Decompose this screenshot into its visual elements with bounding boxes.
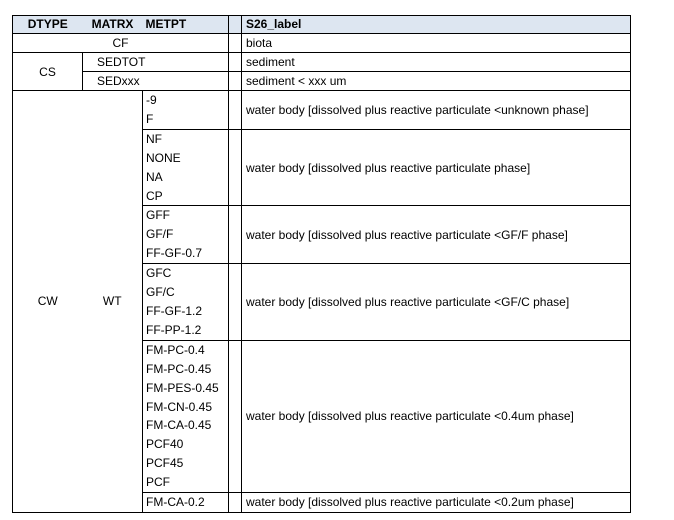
spacer-cell xyxy=(228,339,242,494)
cs-label: sediment xyxy=(241,52,631,72)
table-row: FM-PC-0.4 FM-PC-0.45 FM-PES-0.45 FM-CN-0… xyxy=(13,339,631,494)
spacer-cell xyxy=(228,263,242,341)
cw-matrx: WT xyxy=(82,90,143,513)
table-row: GFF GF/F FF-GF-0.7 water body [dissolved… xyxy=(13,205,631,265)
metpt-value: GFC xyxy=(146,266,172,281)
metpt-value: -9 xyxy=(146,93,157,107)
metpt-value: FM-PC-0.4 xyxy=(146,342,205,357)
table-row: NF NONE NA CP water body [dissolved plus… xyxy=(13,128,631,207)
header-label: S26_label xyxy=(241,15,631,34)
metpt-value: NA xyxy=(146,169,163,184)
metpt-value: FM-CA-0.2 xyxy=(146,495,205,510)
spacer-cell xyxy=(228,71,242,91)
cw-label: water body [dissolved plus reactive part… xyxy=(241,128,631,207)
header-dtype: DTYPE xyxy=(12,15,83,34)
cw-label: water body [dissolved plus reactive part… xyxy=(241,263,631,341)
metpt-cell: GFF GF/F FF-GF-0.7 xyxy=(142,205,229,265)
mapping-table: DTYPE MATRX METPT S26_label CF biota CS … xyxy=(12,15,631,513)
cs-label: sediment < xxx um xyxy=(241,71,631,91)
header-matrx: MATRX xyxy=(82,15,143,34)
metpt-value: FM-CA-0.45 xyxy=(146,418,212,433)
metpt-value: NF xyxy=(146,131,162,146)
metpt-value: GF/C xyxy=(146,285,175,300)
metpt-cell: FM-CA-0.2 xyxy=(142,492,229,513)
spacer-cell xyxy=(228,128,242,207)
metpt-cell: NF NONE NA CP xyxy=(142,128,229,207)
table-row: CF biota xyxy=(12,33,631,53)
spacer-cell xyxy=(228,33,242,53)
metpt-value: PCF xyxy=(146,475,170,490)
spacer-cell xyxy=(228,90,242,130)
table-row: GFC GF/C FF-GF-1.2 FF-PP-1.2 water body … xyxy=(13,263,631,341)
table-row: CW WT -9 F water body [dissolved plus re… xyxy=(12,90,631,513)
header-metpt: METPT xyxy=(142,15,229,34)
cw-label: water body [dissolved plus reactive part… xyxy=(241,90,631,130)
metpt-value: GF/F xyxy=(146,227,174,242)
metpt-value: FF-PP-1.2 xyxy=(146,322,202,337)
metpt-cell: -9 F xyxy=(142,90,229,130)
cs-matrx: SEDxxx xyxy=(82,71,229,91)
metpt-cell: FM-PC-0.4 FM-PC-0.45 FM-PES-0.45 FM-CN-0… xyxy=(142,339,229,494)
cf-label: biota xyxy=(241,33,631,53)
spacer-cell xyxy=(228,52,242,72)
metpt-value: PCF40 xyxy=(146,437,184,452)
metpt-value: F xyxy=(146,111,154,126)
metpt-value: GFF xyxy=(146,208,170,223)
spacer-cell xyxy=(228,205,242,265)
cs-dtype: CS xyxy=(12,52,83,91)
metpt-value: FM-PES-0.45 xyxy=(146,380,219,395)
cw-label: water body [dissolved plus reactive part… xyxy=(241,339,631,494)
metpt-cell: GFC GF/C FF-GF-1.2 FF-PP-1.2 xyxy=(142,263,229,341)
cw-label: water body [dissolved plus reactive part… xyxy=(241,492,631,513)
metpt-value: NONE xyxy=(146,150,181,165)
cs-matrx: SEDTOT xyxy=(82,52,229,72)
table-row: FM-CA-0.2 water body [dissolved plus rea… xyxy=(13,492,631,513)
table-row: SEDxxx sediment < xxx um xyxy=(13,71,631,91)
header-row: DTYPE MATRX METPT S26_label xyxy=(12,15,631,34)
table-row: CS SEDTOT sediment xyxy=(12,52,631,91)
metpt-value: CP xyxy=(146,188,163,203)
cf-dtype: CF xyxy=(12,33,229,53)
metpt-value: FF-GF-0.7 xyxy=(146,246,202,261)
cw-dtype: CW xyxy=(12,90,83,513)
metpt-value: FM-CN-0.45 xyxy=(146,399,213,414)
header-spacer xyxy=(228,15,242,34)
metpt-value: FM-PC-0.45 xyxy=(146,361,212,376)
spacer-cell xyxy=(228,492,242,513)
metpt-value: PCF45 xyxy=(146,456,184,471)
metpt-value: FF-GF-1.2 xyxy=(146,303,202,318)
cw-label: water body [dissolved plus reactive part… xyxy=(241,205,631,265)
